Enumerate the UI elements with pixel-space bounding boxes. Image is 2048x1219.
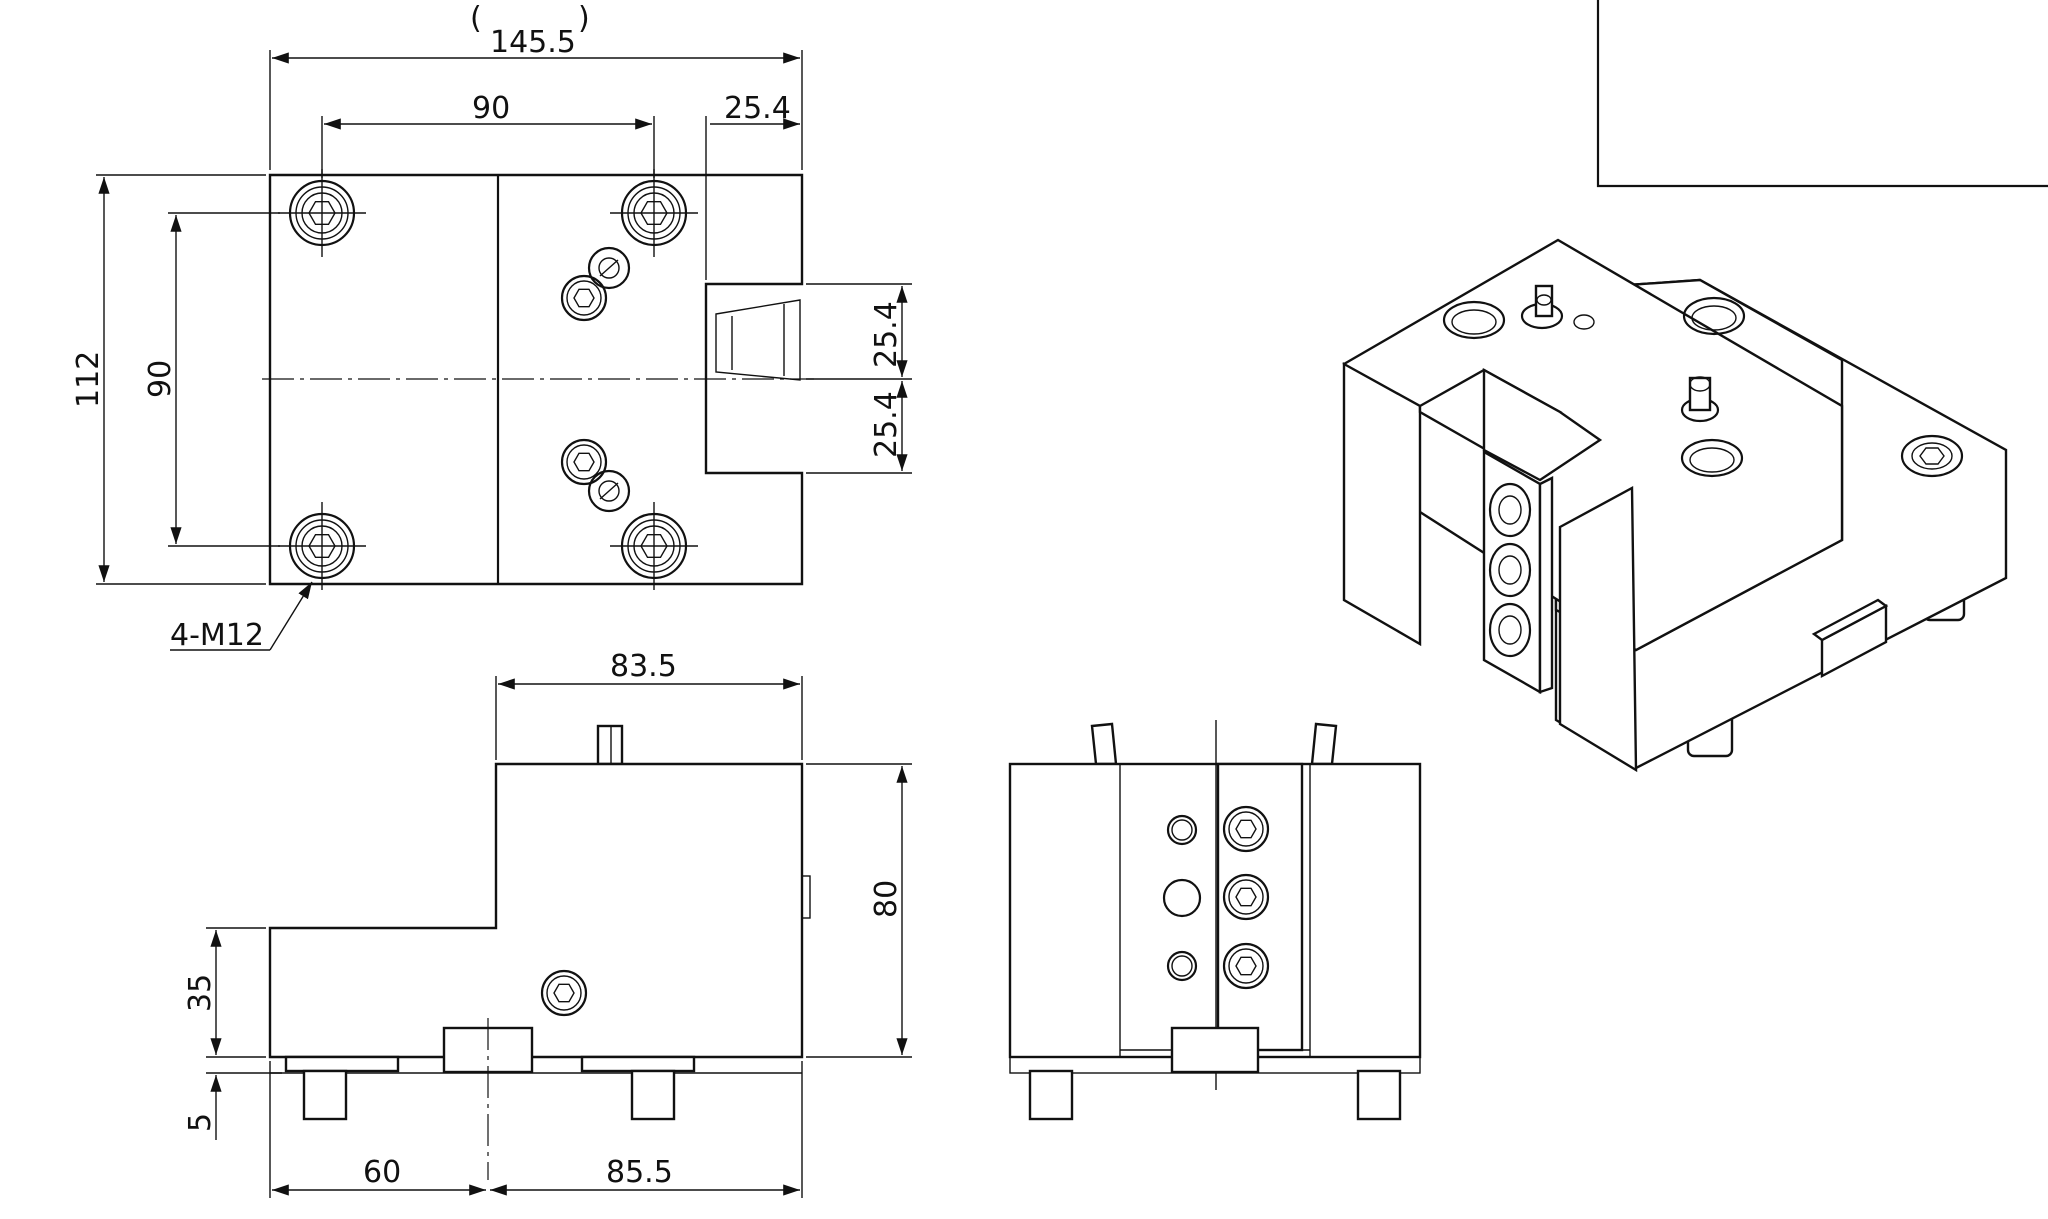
callout-bolt-size: 4-M12 [170, 618, 264, 653]
pin-icon [1680, 376, 1720, 423]
dim-bolt-spacing-y: 90 [143, 360, 178, 398]
dim-slot-offset: 25.4 [724, 91, 791, 126]
dim-lower-step-height: 35 [183, 974, 218, 1012]
dim-bolt-spacing-x: 90 [472, 91, 510, 126]
clamp-screw-icon [1488, 482, 1532, 538]
dim-slot-lower: 25.4 [869, 391, 904, 458]
side-view [1008, 720, 1422, 1121]
clamp-screw-icon [1488, 602, 1532, 658]
bolt-icon [1900, 434, 1964, 478]
svg-text:(: ( [470, 1, 482, 36]
dim-key-offset-right: 85.5 [606, 1155, 673, 1190]
dim-overall-height: 112 [71, 351, 106, 408]
dim-key-offset-left: 60 [363, 1155, 401, 1190]
pin-icon [1520, 284, 1595, 330]
isometric-view [1342, 238, 2008, 773]
dim-pin-height: 5 [183, 1113, 218, 1132]
dim-upper-step-width: 83.5 [610, 649, 677, 684]
dim-slot-upper: 25.4 [869, 301, 904, 368]
front-view: 83.5 80 35 5 60 85.5 [183, 649, 912, 1198]
dim-overall-width: 145.5 [490, 25, 576, 60]
pin-icon [587, 246, 631, 290]
clamp-screw-icon [1488, 542, 1532, 598]
pin-icon [587, 469, 631, 513]
svg-text:): ) [578, 1, 590, 36]
top-view: ( 145.5 ) 90 25.4 112 90 25.4 25.4 4-M [71, 1, 912, 653]
title-block-frame [1596, 0, 2048, 188]
dim-body-height: 80 [869, 880, 904, 918]
